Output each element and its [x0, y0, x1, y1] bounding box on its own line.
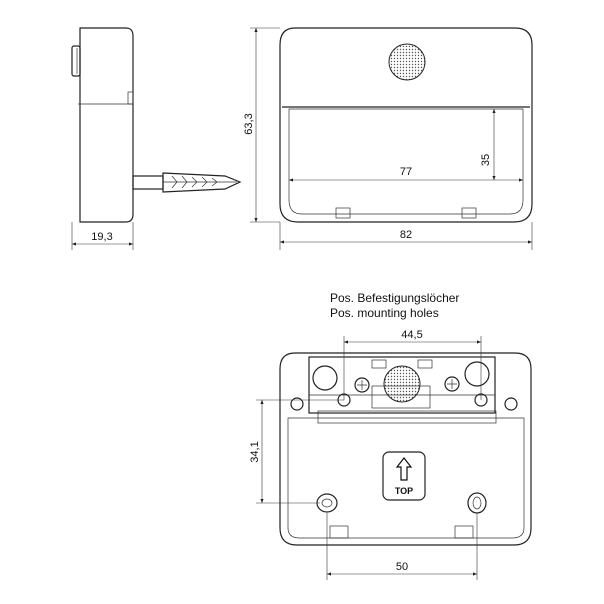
mounting-note-de: Pos. Befestigungslöcher — [330, 291, 459, 305]
dim-height-total: 63,3 — [243, 113, 255, 134]
arrow-up-icon — [395, 457, 413, 481]
dim-hole-spacing-bottom: 50 — [396, 561, 408, 573]
top-orientation-badge: TOP — [382, 451, 426, 501]
front-view: 77 35 63,3 82 — [243, 27, 533, 250]
dim-width-total: 82 — [400, 229, 412, 241]
wall-plug — [132, 172, 242, 193]
top-label: TOP — [395, 486, 413, 496]
dim-inner-width: 77 — [400, 166, 412, 178]
dim-depth-side: 19,3 — [91, 231, 112, 243]
speaker-grill-icon — [383, 365, 421, 403]
mounting-note-en: Pos. mounting holes — [330, 306, 439, 320]
side-view: 19,3 — [71, 27, 242, 250]
dim-window-height: 35 — [480, 154, 492, 166]
back-view — [279, 352, 532, 546]
speaker-grill-icon — [388, 43, 426, 81]
dim-hole-spacing-top: 44,5 — [401, 329, 422, 341]
dim-hole-vertical: 34,1 — [249, 441, 261, 462]
